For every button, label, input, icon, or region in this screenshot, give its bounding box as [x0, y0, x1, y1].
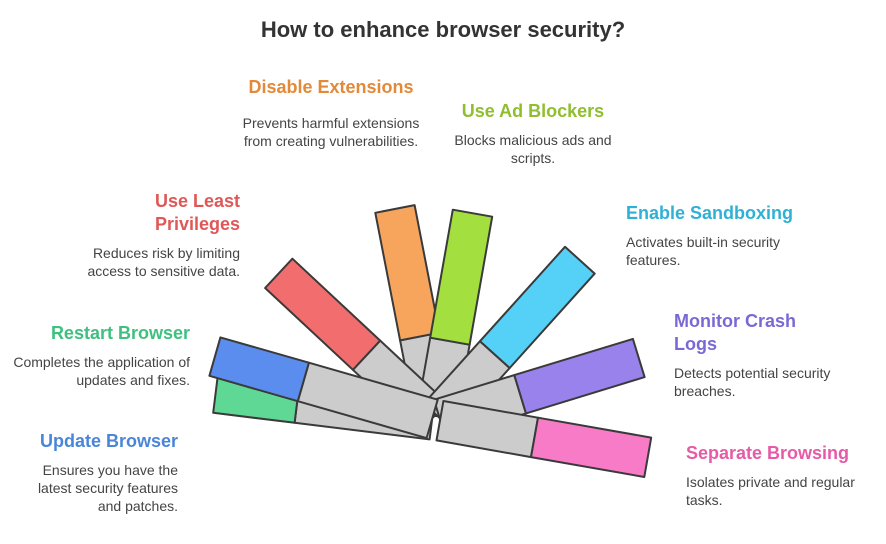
step-title: Use Least Privileges: [154, 191, 240, 234]
fan-blade: [264, 257, 382, 371]
step-use-ad-blockers: Use Ad Blockers Blocks malicious ads and…: [440, 100, 626, 167]
step-title: Restart Browser: [50, 323, 190, 343]
step-description: Isolates private and regular tasks.: [686, 474, 855, 508]
step-title: Update Browser: [39, 431, 178, 451]
step-description: Detects potential security breaches.: [674, 365, 831, 399]
fan-blade: [374, 204, 441, 342]
diagram-title: How to enhance browser security?: [260, 17, 626, 42]
step-update-browser: Update Browser Ensures you have the late…: [18, 430, 178, 515]
step-separate-browsing: Separate Browsing Isolates private and r…: [686, 442, 866, 509]
step-restart-browser: Restart Browser Completes the applicatio…: [10, 322, 190, 389]
fan-blade: [530, 416, 653, 478]
step-title: Disable Extensions: [248, 77, 414, 97]
step-description: Blocks malicious ads and scripts.: [454, 132, 612, 166]
fan-blade: [429, 208, 494, 346]
step-title: Enable Sandboxing: [626, 203, 794, 223]
hub-layer: [293, 331, 539, 459]
step-description: Prevents harmful extensions from creatin…: [242, 115, 420, 149]
blade-layer: [208, 204, 653, 478]
step-use-least-privileges: Use Least Privileges Reduces risk by lim…: [62, 190, 240, 280]
step-monitor-crash-logs: Monitor Crash Logs Detects potential sec…: [674, 310, 854, 400]
step-description: Activates built-in security features.: [626, 234, 781, 268]
fan-blade: [208, 336, 310, 403]
step-description: Completes the application of updates and…: [13, 354, 190, 388]
fan-blade: [479, 245, 596, 369]
step-description: Reduces risk by limiting access to sensi…: [87, 245, 240, 279]
step-title: Monitor Crash Logs: [674, 311, 797, 354]
step-disable-extensions: Disable Extensions Prevents harmful exte…: [238, 76, 424, 150]
step-title: Use Ad Blockers: [461, 101, 605, 121]
fan-blade: [513, 337, 646, 415]
step-title: Separate Browsing: [686, 443, 850, 463]
step-description: Ensures you have the latest security fea…: [37, 462, 178, 514]
step-enable-sandboxing: Enable Sandboxing Activates built-in sec…: [626, 202, 816, 269]
